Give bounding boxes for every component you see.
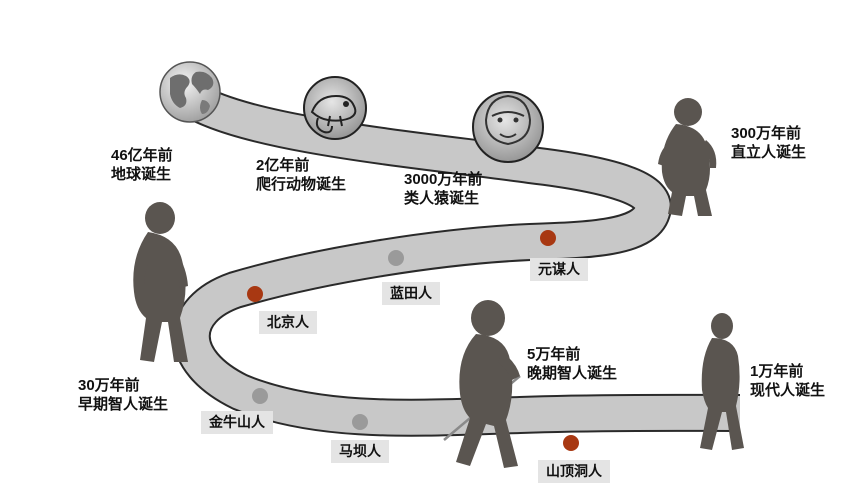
yuanmou-tag: 元谋人 bbox=[530, 258, 588, 281]
late-sapiens-figure-icon bbox=[443, 300, 521, 468]
maba-label: 马坝人 bbox=[339, 443, 381, 459]
chameleon-icon bbox=[303, 76, 367, 140]
lantian-tag: 蓝田人 bbox=[382, 282, 440, 305]
erectus-date: 300万年前 bbox=[731, 125, 802, 142]
modern-date: 1万年前 bbox=[750, 363, 804, 380]
jinniushan-label: 金牛山人 bbox=[209, 414, 265, 430]
maba-tag: 马坝人 bbox=[331, 440, 389, 463]
lantian-label: 蓝田人 bbox=[390, 285, 432, 301]
lantian-marker bbox=[388, 250, 404, 266]
early-sapiens-figure-icon bbox=[133, 202, 188, 362]
modern-human-figure-icon bbox=[700, 313, 744, 450]
late-sapiens-event: 晚期智人诞生 bbox=[527, 365, 618, 382]
yuanmou-marker bbox=[540, 230, 556, 246]
jinniushan-tag: 金牛山人 bbox=[201, 411, 273, 434]
earth-event: 地球诞生 bbox=[111, 166, 172, 183]
beijing-label: 北京人 bbox=[267, 314, 309, 330]
earth-label: 46亿年前 地球诞生 bbox=[111, 146, 173, 184]
jinniushan-marker bbox=[252, 388, 268, 404]
erectus-event: 直立人诞生 bbox=[731, 144, 807, 161]
maba-marker bbox=[352, 414, 368, 430]
early-sapiens-date: 30万年前 bbox=[78, 377, 140, 394]
reptile-label: 2亿年前 爬行动物诞生 bbox=[256, 156, 346, 194]
ape-event: 类人猿诞生 bbox=[404, 190, 480, 207]
ape-label: 3000万年前 类人猿诞生 bbox=[404, 170, 482, 208]
erectus-label: 300万年前 直立人诞生 bbox=[731, 124, 806, 162]
beijing-marker bbox=[247, 286, 263, 302]
globe-icon bbox=[159, 61, 221, 123]
late-sapiens-date: 5万年前 bbox=[527, 346, 581, 363]
reptile-date: 2亿年前 bbox=[256, 157, 310, 174]
modern-event: 现代人诞生 bbox=[750, 382, 826, 399]
late-sapiens-label: 5万年前 晚期智人诞生 bbox=[527, 345, 617, 383]
beijing-tag: 北京人 bbox=[259, 311, 317, 334]
shandingdong-tag: 山顶洞人 bbox=[538, 460, 610, 483]
ape-date: 3000万年前 bbox=[404, 171, 483, 188]
reptile-event: 爬行动物诞生 bbox=[256, 176, 347, 193]
modern-label: 1万年前 现代人诞生 bbox=[750, 362, 825, 400]
shandingdong-label: 山顶洞人 bbox=[546, 463, 602, 479]
early-sapiens-label: 30万年前 早期智人诞生 bbox=[78, 376, 168, 414]
ape-face-icon bbox=[472, 91, 544, 163]
erectus-figure-icon bbox=[658, 98, 717, 216]
earth-date: 46亿年前 bbox=[111, 147, 173, 164]
shandingdong-marker bbox=[563, 435, 579, 451]
early-sapiens-event: 早期智人诞生 bbox=[78, 396, 169, 413]
yuanmou-label: 元谋人 bbox=[538, 261, 580, 277]
